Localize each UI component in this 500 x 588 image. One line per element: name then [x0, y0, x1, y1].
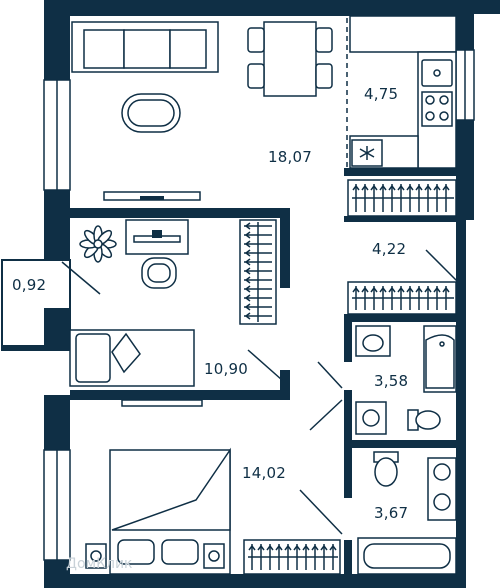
single-bed	[69, 329, 195, 387]
small-bedroom-door-swing	[247, 349, 283, 381]
wardrobe-upper	[347, 179, 457, 217]
tv-stand	[103, 191, 201, 201]
area-kitchen: 4,75	[364, 85, 398, 103]
dining-table	[247, 21, 333, 97]
wc-fixtures	[357, 451, 457, 575]
double-bed	[85, 447, 231, 575]
area-small-bedroom: 10,90	[204, 360, 248, 378]
bath-door-swing	[317, 361, 343, 389]
area-hall: 4,22	[372, 240, 406, 258]
windows	[43, 49, 475, 561]
tv-small-bedroom	[121, 399, 203, 407]
walls	[44, 0, 500, 588]
area-bathroom: 3,58	[374, 372, 408, 390]
coffee-table	[121, 93, 181, 133]
hall-door-swing	[425, 249, 459, 283]
wardrobe-lower	[347, 281, 457, 315]
balcony	[1, 259, 101, 351]
area-living: 18,07	[268, 148, 312, 166]
area-main-bedroom: 14,02	[242, 464, 286, 482]
main-bedroom-door-swing	[309, 399, 343, 431]
desk	[125, 219, 189, 255]
watermark: ДомКлик	[66, 556, 133, 572]
area-wc: 3,67	[374, 504, 408, 522]
bathroom-fixtures	[355, 325, 457, 435]
wardrobe-small-bedroom	[239, 219, 277, 325]
area-balcony: 0,92	[12, 276, 46, 294]
fridge-snowflake-icon	[359, 146, 375, 160]
desk-chair	[141, 257, 177, 289]
sofa	[71, 21, 219, 73]
main-bedroom-door2-swing	[299, 489, 343, 535]
plant-icon	[79, 225, 117, 263]
wardrobe-main-bedroom	[243, 539, 341, 575]
kitchen-units	[349, 15, 457, 169]
